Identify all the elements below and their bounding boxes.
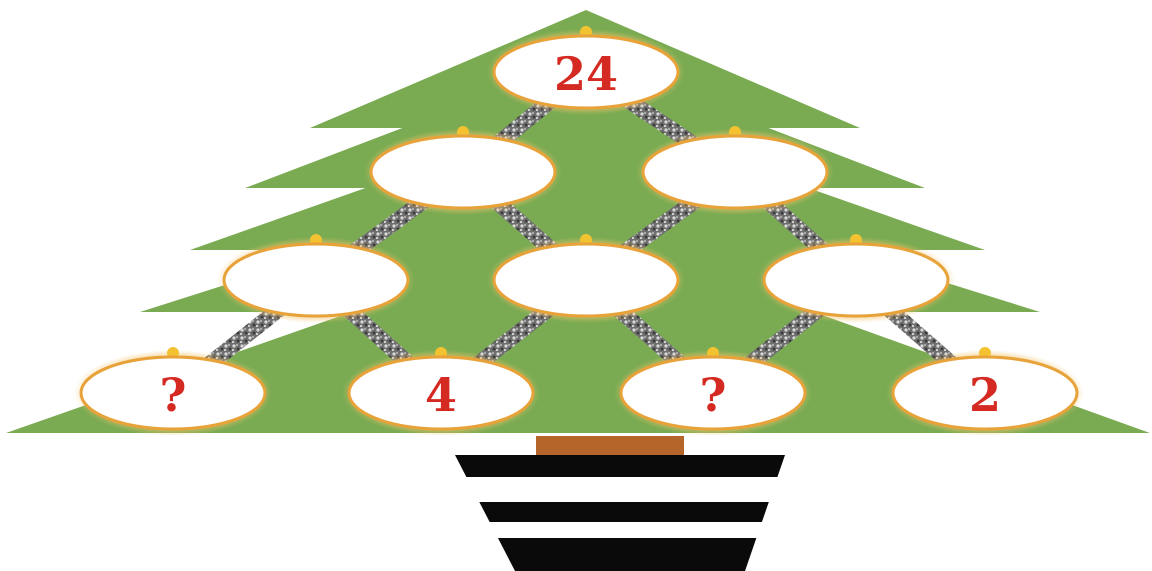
tree-layer [6,230,1150,433]
ornament-ball [369,134,557,210]
ornament-ball [492,34,680,110]
ornament-value: ? [160,368,187,422]
ornament-ball [79,355,267,431]
ornament-ball [762,242,950,318]
ornament-value: 4 [425,368,457,422]
ornament-ball [641,134,829,210]
ornament-value: 24 [554,47,618,101]
tree-trunk [536,436,684,458]
ornament-ball [891,355,1079,431]
flower-pot [455,455,785,571]
ornament-grid: 24? 4? 2 [74,26,1084,436]
ornament-r4-c2[interactable]: 4 [342,347,540,436]
ornament-r3-c3[interactable] [757,234,955,323]
ornament-ball [492,242,680,318]
ornament-r4-c3[interactable]: ? [614,347,812,436]
ornament-value: ? [700,368,727,422]
ornament-r1-c1[interactable]: 24 [487,26,685,115]
ornament-r2-c1[interactable] [364,126,562,215]
ornament-ball [347,355,535,431]
ornament-value: 2 [969,368,1001,422]
ornament-r3-c1[interactable] [217,234,415,323]
ornament-r2-c2[interactable] [636,126,834,215]
ornament-r4-c4[interactable]: 2 [886,347,1084,436]
ornament-r4-c1[interactable]: ? [74,347,272,436]
ornament-r3-c2[interactable] [487,234,685,323]
ornament-ball [619,355,807,431]
ornament-ball [222,242,410,318]
